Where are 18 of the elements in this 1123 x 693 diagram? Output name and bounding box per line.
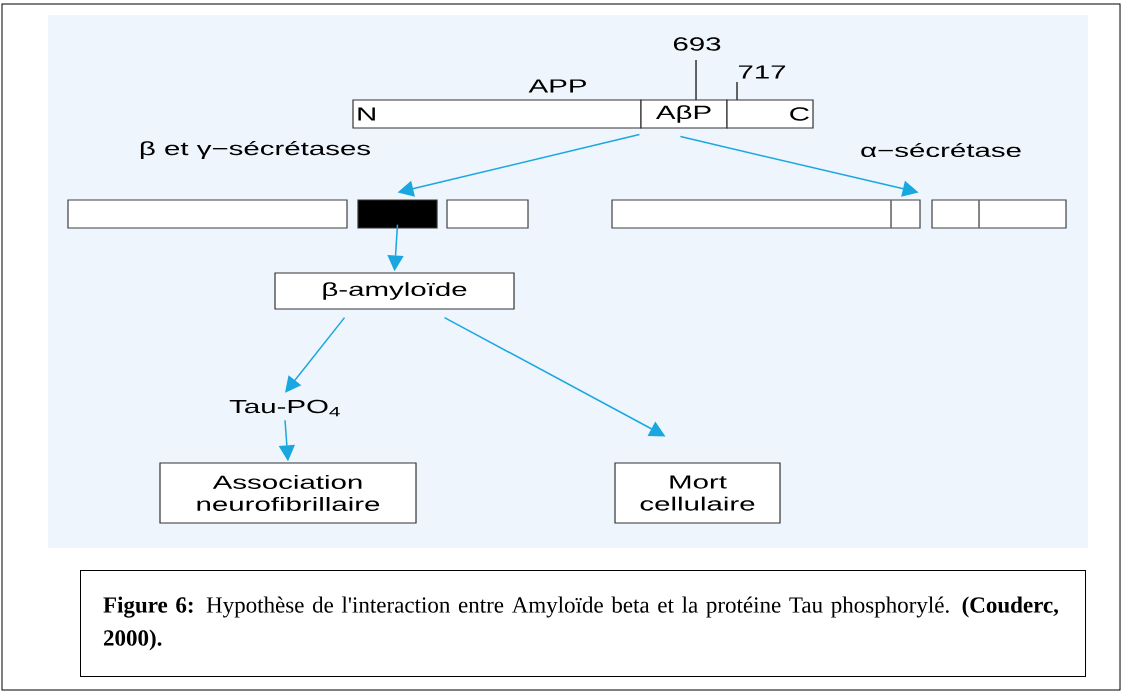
enzyme-label: β et γ−sécrétases [140,141,370,159]
enzyme-label: α−sécrétase [861,142,1021,158]
fragment-bar [357,199,438,229]
protein-segment: AβP [640,99,728,129]
text-label: Tau-PO$_{4}$ [229,399,340,417]
fragment-bar [931,199,1067,229]
fragment-bar [446,199,529,229]
arrow [285,316,346,393]
result-box: Association neurofibrillaire [159,462,417,524]
fragment-bar [67,199,348,229]
result-box: β-amyloïde [274,272,515,310]
position-number: 717 [738,65,786,79]
caption-box: Figure 6: Hypothèse de l'interaction entre Amyloïde beta et la protéine Tau phosphorylé. (Couderc, 2000). [80,570,1086,677]
result-box: Mort cellulaire [614,462,781,524]
protein-label: APP [528,79,586,93]
position-number: 693 [673,37,721,51]
protein-segment: C [726,99,814,129]
fragment-bar [611,199,921,229]
